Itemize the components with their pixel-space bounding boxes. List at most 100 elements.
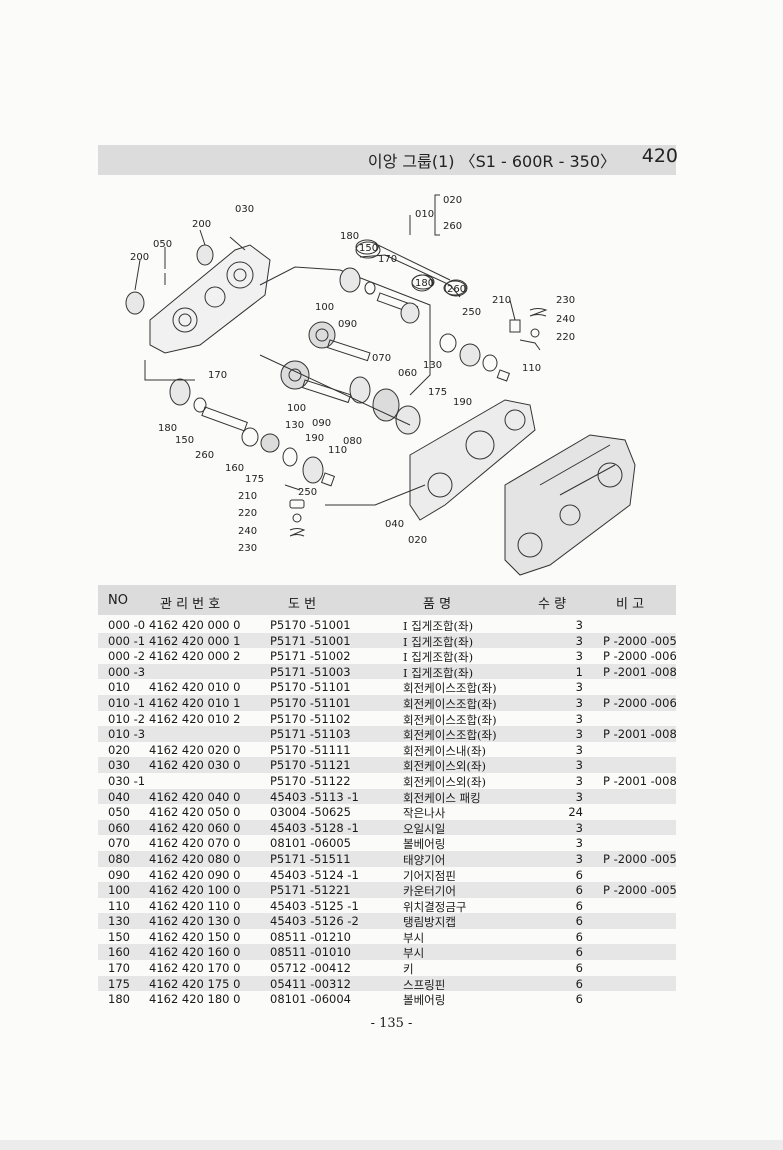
cell-part-name: I 집게조합(좌) bbox=[403, 619, 474, 633]
cell-drawing-no: 08511 -01210 bbox=[270, 929, 351, 944]
cell-qty: 3 bbox=[575, 649, 583, 664]
title-bar: 이앙 그룹(1) 〈S1 - 600R - 350〉 420 bbox=[98, 145, 678, 175]
cell-qty: 6 bbox=[575, 867, 583, 882]
cell-no: 100 bbox=[108, 883, 130, 898]
cell-qty: 3 bbox=[575, 742, 583, 757]
cell-mgmt-no: 4162 420 060 0 bbox=[149, 820, 241, 835]
cell-part-name: 볼베어링 bbox=[403, 993, 446, 1008]
cell-no: 000 -1 bbox=[108, 633, 146, 648]
cell-mgmt-no: 4162 420 100 0 bbox=[149, 883, 241, 898]
label-230a: 230 bbox=[556, 295, 575, 306]
scan-edge bbox=[0, 1140, 783, 1150]
cell-note: P -2000 -006 bbox=[603, 695, 677, 710]
diagram-labels: 030 200 050 200 180 150 170 180 260 010 … bbox=[130, 195, 575, 554]
cell-qty: 3 bbox=[575, 758, 583, 773]
cell-note: P -2000 -005 bbox=[603, 633, 677, 648]
cell-drawing-no: P5170 -51102 bbox=[270, 711, 351, 726]
cell-drawing-no: P5170 -51121 bbox=[270, 758, 351, 773]
label-150b: 150 bbox=[175, 435, 194, 446]
cell-drawing-no: P5171 -51221 bbox=[270, 883, 351, 898]
label-100b: 100 bbox=[287, 403, 306, 414]
label-040: 040 bbox=[385, 519, 404, 530]
label-100a: 100 bbox=[315, 302, 334, 313]
label-210a: 210 bbox=[492, 295, 511, 306]
label-060: 060 bbox=[398, 368, 417, 379]
cell-qty: 3 bbox=[575, 711, 583, 726]
cell-drawing-no: P5171 -51511 bbox=[270, 851, 351, 866]
cell-qty: 3 bbox=[575, 618, 583, 632]
cell-part-name: 회전케이스조합(좌) bbox=[403, 712, 497, 727]
bearing-180a bbox=[339, 267, 361, 293]
cell-qty: 6 bbox=[575, 929, 583, 944]
label-175a: 175 bbox=[428, 387, 447, 398]
cell-qty: 6 bbox=[575, 976, 583, 991]
cell-part-name: 볼베어링 bbox=[403, 837, 446, 852]
cell-mgmt-no: 4162 420 090 0 bbox=[149, 867, 241, 882]
header-note: 비 고 bbox=[616, 597, 645, 612]
cell-drawing-no: P5171 -51002 bbox=[270, 649, 351, 664]
cell-part-name: 회전케이스조합(좌) bbox=[403, 681, 497, 696]
cell-mgmt-no: 4162 420 160 0 bbox=[149, 945, 241, 960]
cell-mgmt-no: 4162 420 170 0 bbox=[149, 961, 241, 976]
cell-drawing-no: 45403 -5126 -2 bbox=[270, 914, 359, 929]
cell-note: P -2000 -005 bbox=[603, 851, 677, 866]
cell-no: 170 bbox=[108, 961, 130, 976]
cell-no: 175 bbox=[108, 976, 130, 991]
cell-note: P -2001 -008 bbox=[603, 773, 677, 788]
cell-no: 020 bbox=[108, 742, 130, 757]
cell-drawing-no: P5170 -51111 bbox=[270, 742, 351, 757]
cell-no: 010 -1 bbox=[108, 695, 146, 710]
cell-no: 110 bbox=[108, 898, 130, 913]
cell-mgmt-no: 4162 420 000 1 bbox=[149, 633, 241, 648]
header-part-name: 품 명 bbox=[423, 597, 452, 612]
header-mgmt-no: 관 리 번 호 bbox=[160, 597, 221, 612]
cell-note: P -2000 -005 bbox=[603, 883, 677, 898]
label-220a: 220 bbox=[556, 332, 575, 343]
label-050: 050 bbox=[153, 239, 172, 250]
cell-qty: 6 bbox=[575, 914, 583, 929]
cell-mgmt-no: 4162 420 130 0 bbox=[149, 914, 241, 929]
cell-no: 030 bbox=[108, 758, 130, 773]
cell-no: 030 -1 bbox=[108, 773, 146, 788]
cell-no: 010 -2 bbox=[108, 711, 146, 726]
housing-plate-030 bbox=[149, 244, 271, 354]
label-200a: 200 bbox=[192, 219, 211, 230]
page-title: 이앙 그룹(1) 〈S1 - 600R - 350〉 bbox=[367, 152, 616, 171]
label-180a: 180 bbox=[340, 231, 359, 242]
label-220b: 220 bbox=[238, 508, 257, 519]
cell-part-name: 회전케이스외(좌) bbox=[403, 774, 487, 789]
cell-drawing-no: 05411 -00312 bbox=[270, 976, 351, 991]
label-150a: 150 bbox=[359, 243, 378, 254]
cell-qty: 6 bbox=[575, 883, 583, 898]
cell-mgmt-no: 4162 420 040 0 bbox=[149, 789, 241, 804]
cell-qty: 3 bbox=[575, 727, 583, 742]
cell-note: P -2001 -008 bbox=[603, 727, 677, 742]
cell-part-name: I 집게조합(좌) bbox=[403, 665, 474, 680]
cell-qty: 3 bbox=[575, 789, 583, 804]
cell-note: P -2001 -008 bbox=[603, 664, 677, 679]
cell-no: 000 -0 bbox=[108, 618, 146, 632]
label-260c: 260 bbox=[195, 450, 214, 461]
cell-drawing-no: P5170 -51101 bbox=[270, 695, 351, 710]
bearing-200b bbox=[196, 244, 214, 266]
cell-mgmt-no: 4162 420 070 0 bbox=[149, 836, 241, 851]
cell-part-name: 기어지점핀 bbox=[403, 868, 456, 883]
cell-drawing-no: 08511 -01010 bbox=[270, 945, 351, 960]
cell-qty: 3 bbox=[575, 851, 583, 866]
cell-mgmt-no: 4162 420 010 1 bbox=[149, 695, 241, 710]
label-020b: 020 bbox=[408, 535, 427, 546]
label-190a: 190 bbox=[453, 397, 472, 408]
label-180c: 180 bbox=[158, 423, 177, 434]
cell-part-name: 회전케이스조합(좌) bbox=[403, 696, 497, 711]
